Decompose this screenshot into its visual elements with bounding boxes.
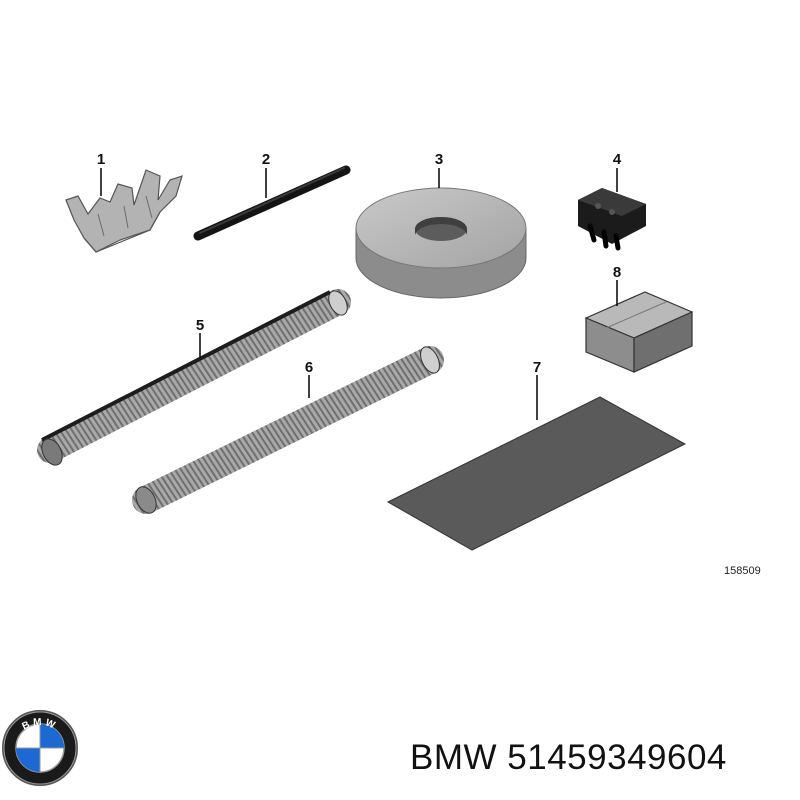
callout-1: 1 [97, 151, 105, 168]
diagram-code: 158509 [724, 565, 761, 577]
brand-name: BMW [410, 738, 498, 777]
callout-8: 8 [613, 264, 621, 281]
callout-6: 6 [305, 359, 313, 376]
callout-4: 4 [613, 151, 622, 168]
part-8-box [584, 291, 694, 373]
leader-lines [100, 168, 618, 420]
part-number: 51459349604 [507, 738, 727, 777]
callout-3: 3 [435, 151, 443, 168]
part-7-mat [386, 396, 687, 551]
part-2-black-rod [193, 165, 351, 241]
callout-numbers: 1 2 3 4 5 6 7 8 [97, 151, 622, 376]
part-1-clip-strip [65, 169, 183, 253]
part-3-tape-roll [355, 187, 527, 299]
callout-7: 7 [533, 359, 541, 376]
part-label: BMW 51459349604 [410, 738, 727, 778]
part-6-corrugated-tube [132, 346, 444, 514]
svg-text:BMW: BMW [20, 717, 59, 733]
callout-5: 5 [196, 317, 204, 334]
part-4-connector [578, 188, 646, 251]
logo-letters: BMW [20, 717, 56, 733]
bmw-roundel-logo: BMW [2, 710, 78, 786]
callout-2: 2 [262, 151, 270, 168]
part-5-split-corrugated-tube [37, 289, 351, 466]
